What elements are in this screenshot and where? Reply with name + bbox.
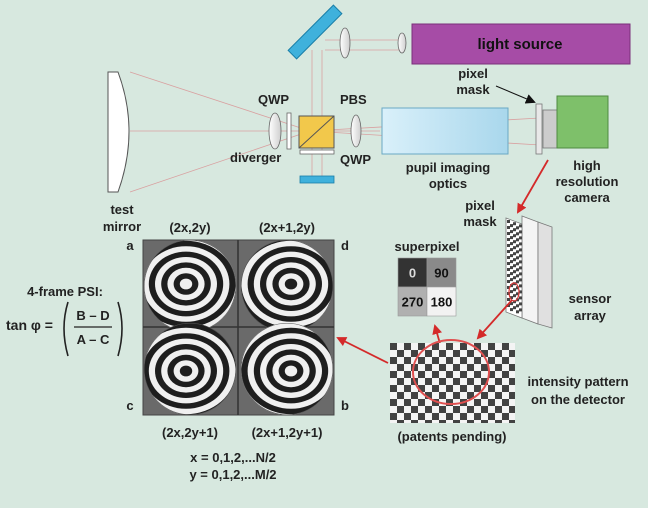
- reference-flat: [299, 175, 335, 184]
- tan-phi: tan φ =: [6, 317, 53, 333]
- grid-letter-a: a: [126, 238, 134, 253]
- grid-label-tr: (2x+1,2y): [259, 220, 315, 235]
- camera-mask-plate: [535, 103, 543, 155]
- camera-label-3: camera: [564, 190, 610, 205]
- pupil-imaging-optics: [381, 107, 509, 155]
- test-mirror-label-1: test: [110, 202, 134, 217]
- pupil-label-2: optics: [429, 176, 467, 191]
- superpixel-grid: 0 90 270 180: [397, 257, 457, 317]
- grid-letter-d: d: [341, 238, 349, 253]
- superpixel-cell-label: 90: [434, 266, 448, 281]
- pbs-diagonal: [298, 115, 335, 149]
- diverger-label: diverger: [230, 150, 281, 165]
- superpixel-cell: [426, 286, 457, 317]
- arrow-sensor-to-pattern: [476, 299, 513, 340]
- sensor-label-1: sensor: [569, 291, 612, 306]
- arrow-camera-to-sensor: [517, 159, 549, 214]
- sensor-label-2: array: [574, 308, 607, 323]
- fringe-frame-a: [144, 240, 236, 332]
- grid-letter-b: b: [341, 398, 349, 413]
- fold-mirror: [287, 4, 343, 60]
- index-range-x: x = 0,1,2,...N/2: [190, 450, 276, 465]
- light-source-label: light source: [477, 36, 562, 53]
- psi-numerator: B – D: [76, 308, 109, 323]
- lens-source-2: [339, 27, 351, 59]
- test-mirror: [107, 71, 130, 193]
- pixel-mask-top-label-1: pixel: [458, 66, 488, 81]
- superpixel-label: superpixel: [394, 239, 459, 254]
- camera-label-2: resolution: [556, 174, 619, 189]
- test-mirror-label-2: mirror: [103, 219, 141, 234]
- fringe-frame-c: [144, 323, 236, 415]
- intensity-pattern-bg: [390, 343, 515, 423]
- superpixel-cell: [397, 286, 428, 317]
- pixel-mask-pointer: [495, 85, 536, 104]
- light-source-box: [411, 23, 631, 65]
- grid-label-bl: (2x,2y+1): [162, 425, 218, 440]
- diverger-lens: [268, 112, 282, 150]
- pbs-label: PBS: [340, 92, 367, 107]
- intensity-label-2: on the detector: [531, 392, 625, 407]
- qwp-bottom-label: QWP: [340, 152, 371, 167]
- patents-label: (patents pending): [397, 429, 506, 444]
- paren-left: [63, 301, 69, 357]
- pixel-mask-mid-label-2: mask: [463, 214, 497, 229]
- grid-label-br: (2x+1,2y+1): [252, 425, 323, 440]
- superpixel-cell: [426, 257, 457, 288]
- lens-source-1: [397, 32, 407, 54]
- superpixel-cell-label: 0: [409, 266, 416, 281]
- paren-right: [117, 301, 123, 357]
- superpixel-cell: [397, 257, 428, 288]
- psi-denominator: A – C: [77, 332, 110, 347]
- superpixel-cell-label: 180: [431, 295, 453, 310]
- sensor-array: [505, 215, 553, 329]
- fringe-frame-d: [241, 240, 333, 332]
- intensity-pattern: [390, 343, 515, 423]
- qwp-plate-bottom: [299, 149, 335, 155]
- index-range-y: y = 0,1,2,...M/2: [189, 467, 276, 482]
- qwp-plate-left: [286, 112, 292, 150]
- qwp-top-label: QWP: [258, 92, 289, 107]
- pupil-label-1: pupil imaging: [406, 160, 491, 175]
- sensor-mask-pattern: [507, 220, 522, 314]
- intensity-label-1: intensity pattern: [527, 374, 628, 389]
- pixel-mask-mid-label-1: pixel: [465, 198, 495, 213]
- superpixel-cell-label: 270: [402, 295, 424, 310]
- grid-letter-c: c: [126, 398, 133, 413]
- camera-lens-ring: [542, 109, 558, 149]
- psi-title: 4-frame PSI:: [27, 284, 103, 299]
- pupil-lens: [350, 114, 362, 148]
- arrow-pattern-to-grid: [336, 337, 389, 364]
- fringe-frame-b: [241, 323, 333, 415]
- camera-label-1: high: [573, 158, 600, 173]
- sensor-highlight: [508, 282, 520, 302]
- camera-body: [556, 95, 609, 149]
- pixel-mask-top-label-2: mask: [456, 82, 490, 97]
- grid-label-tl: (2x,2y): [169, 220, 210, 235]
- pattern-highlight: [412, 339, 490, 405]
